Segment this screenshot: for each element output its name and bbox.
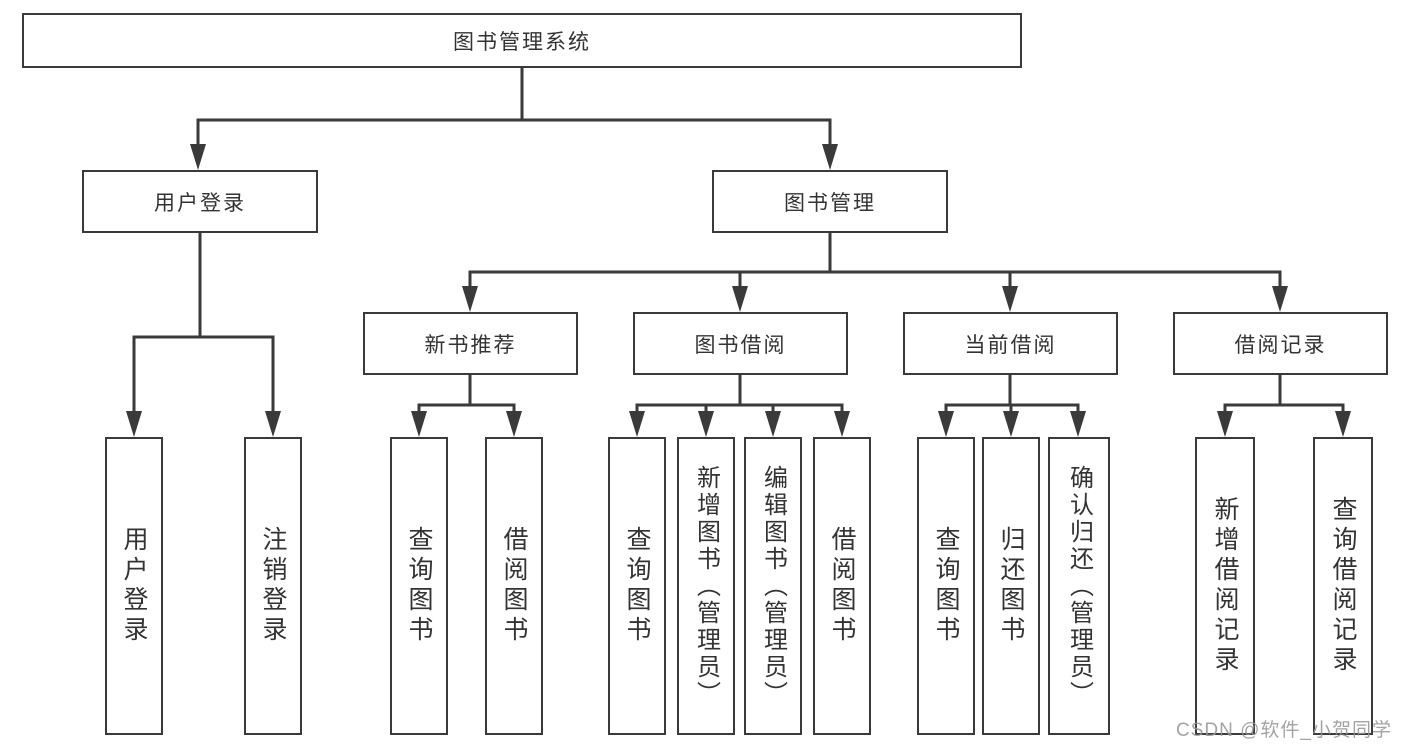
csdn-watermark: CSDN @软件_小贺同学 <box>1176 720 1392 741</box>
arrow-down-icon <box>938 411 954 437</box>
leaf-query-books-borrowing: 查询图书 <box>608 437 666 735</box>
connector-new-book-rec-to-children <box>411 375 522 437</box>
connector-borrow-records-to-children <box>1217 375 1351 437</box>
node-book-management: 图书管理 <box>712 170 948 233</box>
leaf-edit-books-admin: 编辑图书（管理员） <box>744 437 802 735</box>
arrow-down-icon <box>462 286 478 312</box>
arrow-down-icon <box>822 144 838 170</box>
arrow-down-icon <box>732 286 748 312</box>
leaf-add-books-admin: 新增图书（管理员） <box>677 437 735 735</box>
leaf-query-borrow-record: 查询借阅记录 <box>1313 437 1373 735</box>
node-current-borrowing: 当前借阅 <box>903 312 1118 375</box>
node-borrowing-records: 借阅记录 <box>1173 312 1388 375</box>
node-root: 图书管理系统 <box>22 13 1022 68</box>
arrow-down-icon <box>1335 411 1351 437</box>
arrow-down-icon <box>190 144 206 170</box>
node-book-borrowing: 图书借阅 <box>633 312 848 375</box>
arrow-down-icon <box>698 411 714 437</box>
leaf-borrow-books-borrowing: 借阅图书 <box>813 437 871 735</box>
leaf-add-borrow-record: 新增借阅记录 <box>1195 437 1255 735</box>
connector-current-borrow-to-children <box>938 375 1086 437</box>
leaf-logout: 注销登录 <box>244 437 302 735</box>
arrow-down-icon <box>265 411 281 437</box>
arrow-down-icon <box>1003 411 1019 437</box>
connector-book-borrow-to-children <box>629 375 850 437</box>
arrow-down-icon <box>1217 411 1233 437</box>
arrow-down-icon <box>1070 411 1086 437</box>
connector-book-mgmt-to-sections <box>462 233 1288 312</box>
leaf-user-login: 用户登录 <box>105 437 163 735</box>
arrow-down-icon <box>765 411 781 437</box>
arrow-down-icon <box>506 411 522 437</box>
arrow-down-icon <box>1272 286 1288 312</box>
node-user-login: 用户登录 <box>82 170 318 233</box>
arrow-down-icon <box>411 411 427 437</box>
leaf-confirm-return-admin: 确认归还（管理员） <box>1048 437 1110 735</box>
arrow-down-icon <box>126 411 142 437</box>
leaf-return-books: 归还图书 <box>982 437 1040 735</box>
leaf-query-books-recommend: 查询图书 <box>390 437 448 735</box>
connector-root-to-level2 <box>190 68 838 170</box>
arrow-down-icon <box>1002 286 1018 312</box>
leaf-borrow-books-recommend: 借阅图书 <box>485 437 543 735</box>
leaf-query-books-current: 查询图书 <box>917 437 975 735</box>
connector-user-login-to-children <box>126 233 281 437</box>
node-new-book-recommend: 新书推荐 <box>363 312 578 375</box>
arrow-down-icon <box>834 411 850 437</box>
arrow-down-icon <box>629 411 645 437</box>
